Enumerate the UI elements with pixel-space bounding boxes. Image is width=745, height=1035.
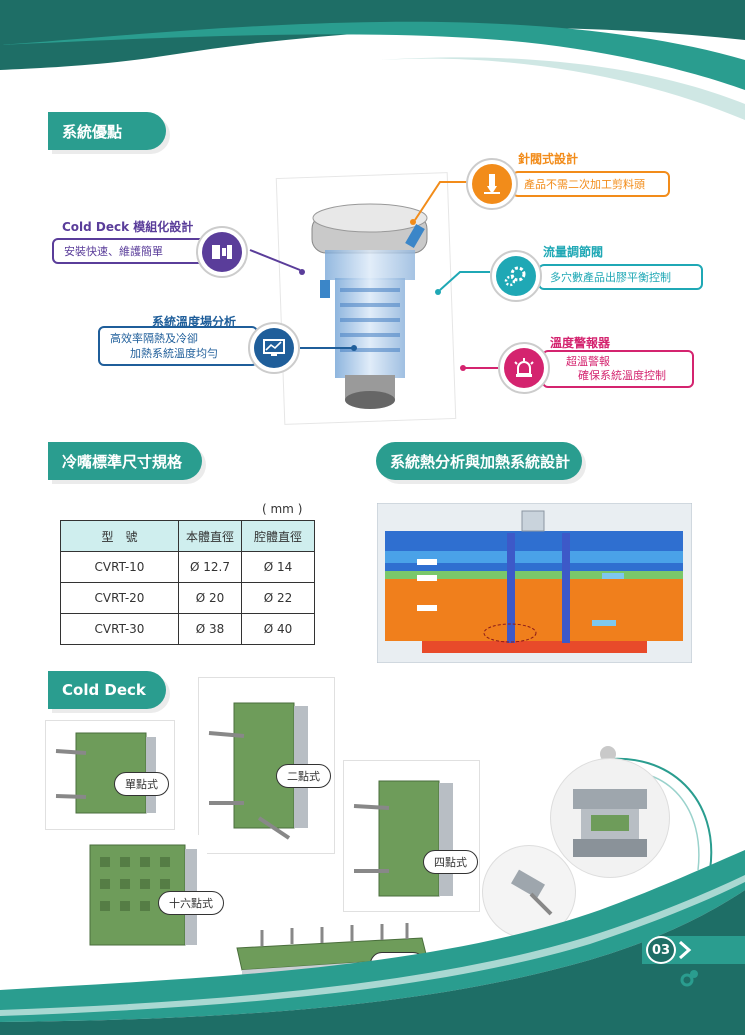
- section-title: 系統優點: [62, 122, 123, 141]
- feature-connector-lines: [249, 181, 500, 371]
- page-number-circle: 03: [646, 936, 676, 964]
- page-number: 03: [651, 942, 671, 958]
- feature-flow-desc: 多穴數產品出膠平衡控制: [538, 264, 703, 290]
- pacifier-logo-icon: [680, 970, 698, 987]
- table-cell: CVRT-20: [60, 582, 179, 614]
- feature-valve-desc: 產品不需二次加工剪料頭: [512, 171, 670, 197]
- alarm-light-icon: [498, 342, 550, 394]
- table-row: CVRT-10 Ø 12.7 Ø 14: [60, 551, 315, 583]
- table-cell: Ø 22: [241, 582, 315, 614]
- mold-label-single: 單點式: [114, 772, 169, 796]
- top-wave-decoration: [0, 0, 745, 120]
- feature-temp-field-title: 系統溫度場分析: [152, 315, 237, 329]
- gears-icon: [490, 250, 542, 302]
- cold-nozzle-image: [311, 203, 428, 409]
- section-header-thermal: 系統熱分析與加熱系統設計: [376, 442, 582, 480]
- feature-modular-desc: 安裝快速、維護簡單: [52, 238, 217, 264]
- table-header-cell: 腔體直徑: [241, 520, 315, 552]
- feature-modular-title: Cold Deck 模組化設計: [62, 220, 194, 234]
- thermal-analysis-image: [377, 503, 692, 663]
- bottom-wave-decoration: [0, 850, 745, 1035]
- table-header-row: 型 號 本體直徑 腔體直徑: [60, 520, 315, 552]
- modular-icon: [196, 226, 248, 278]
- feature-temp-field-desc: 高效率隔熱及冷卻 加熱系統溫度均勻: [98, 326, 258, 366]
- mold-label-two: 二點式: [276, 764, 331, 788]
- table-cell: Ø 20: [178, 582, 242, 614]
- table-row: CVRT-20 Ø 20 Ø 22: [60, 582, 315, 614]
- chevron-right-icon: [679, 940, 692, 960]
- section-header-cold-deck: Cold Deck: [48, 671, 166, 709]
- table-header-cell: 本體直徑: [178, 520, 242, 552]
- chart-monitor-icon: [248, 322, 300, 374]
- spec-table: 型 號 本體直徑 腔體直徑 CVRT-10 Ø 12.7 Ø 14 CVRT-2…: [60, 520, 315, 645]
- table-cell: Ø 40: [241, 613, 315, 645]
- section-header-nozzle-spec: 冷嘴標準尺寸規格: [48, 442, 202, 480]
- mold-round-image: [550, 758, 670, 878]
- spec-unit-label: ( mm ): [262, 502, 303, 516]
- table-cell: CVRT-10: [60, 551, 179, 583]
- table-cell: Ø 38: [178, 613, 242, 645]
- section-header-advantages: 系統優點: [48, 112, 166, 150]
- mold-image-four: [343, 760, 480, 912]
- table-cell: Ø 12.7: [178, 551, 242, 583]
- feature-valve-title: 針閥式設計: [518, 152, 579, 166]
- table-cell: CVRT-30: [60, 613, 179, 645]
- mold-image-sixteen: [72, 835, 207, 953]
- feature-alarm-title: 溫度警報器: [550, 336, 611, 350]
- valve-pin-icon: [466, 158, 518, 210]
- feature-alarm-desc: 超溫警報 確保系統溫度控制: [542, 350, 694, 388]
- mold-label-four: 四點式: [423, 850, 478, 874]
- table-cell: Ø 14: [241, 551, 315, 583]
- table-row: CVRT-30 Ø 38 Ø 40: [60, 613, 315, 645]
- table-header-cell: 型 號: [60, 520, 179, 552]
- mold-label-sixteen: 十六點式: [158, 891, 224, 915]
- feature-flow-title: 流量調節閥: [543, 245, 604, 259]
